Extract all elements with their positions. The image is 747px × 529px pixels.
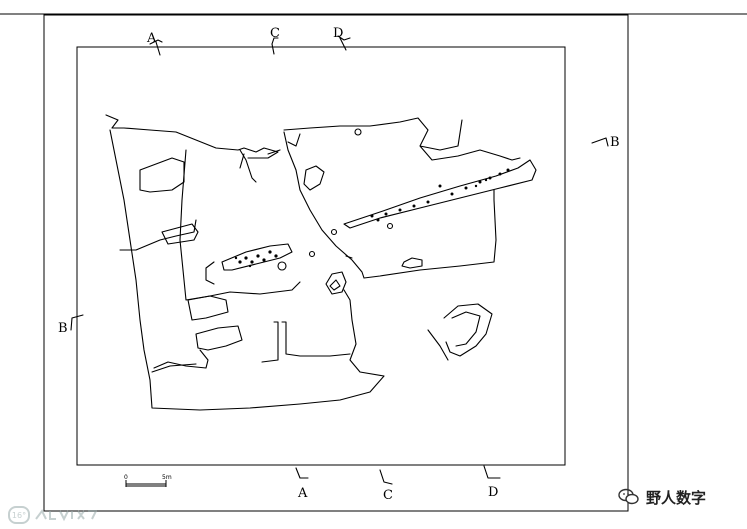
section-marker-d-top: D	[333, 26, 351, 51]
central-wall	[261, 321, 351, 363]
section-label-a-bottom: A	[297, 486, 308, 501]
room-2	[195, 325, 243, 351]
section-marker-c-top: C	[270, 26, 280, 55]
scale-bar-end: 5m	[162, 474, 172, 481]
round-kiln	[325, 271, 347, 295]
left-foundation-inner-wall	[179, 149, 301, 301]
left-foundation-outline	[105, 114, 385, 411]
rectangular-pit-2	[161, 223, 199, 245]
room-1	[187, 295, 229, 321]
post-hole-1	[277, 261, 287, 271]
watermark-source: 野人数字	[618, 484, 706, 510]
room-3-edge	[151, 363, 197, 373]
watermark-text: 野人数字	[646, 488, 707, 507]
section-marker-a-bottom: A	[295, 467, 309, 501]
section-marker-b-left: B	[58, 314, 84, 336]
left-foundation-ridge	[119, 219, 197, 251]
room-3	[153, 349, 209, 369]
left-wall-spur	[239, 149, 257, 183]
kiln-east-dots	[370, 168, 510, 222]
watermark-logo-left: 16°	[8, 505, 98, 525]
elongated-kiln-east	[343, 159, 537, 229]
post-hole-3	[308, 250, 316, 258]
wechat-icon	[618, 488, 639, 505]
section-label-d-top: D	[333, 26, 343, 41]
d-shaped-structure-arm	[427, 329, 449, 361]
pit-curve-west	[205, 261, 215, 285]
section-marker-b-right: B	[591, 135, 620, 150]
post-hole-5	[330, 228, 338, 236]
oval-pit	[401, 257, 423, 269]
rectangular-pit-1	[139, 157, 185, 193]
section-label-a-top: A	[146, 31, 157, 46]
right-wall-junction	[267, 133, 301, 155]
section-label-c-bottom: C	[383, 488, 393, 503]
section-marker-a-top: A	[146, 31, 163, 56]
section-label-d-bottom: D	[488, 485, 498, 500]
section-marker-c-bottom: C	[379, 469, 393, 503]
section-label-b-left: B	[58, 321, 68, 336]
elongated-kiln-west	[221, 243, 293, 271]
round-kiln-curve	[345, 255, 353, 259]
kiln-feature-cluster	[303, 165, 325, 191]
post-hole-2	[354, 128, 362, 136]
watermark-circle-icon: 16°	[8, 506, 30, 524]
section-label-c-top: C	[270, 26, 280, 41]
right-foundation-outline	[283, 117, 521, 279]
d-shaped-structure	[443, 303, 493, 357]
inner-frame	[76, 46, 566, 466]
section-label-b-right: B	[610, 135, 620, 150]
outer-frame	[43, 14, 629, 512]
scale-bar: 0 5m	[124, 474, 172, 487]
post-hole-4	[386, 222, 394, 230]
section-marker-d-bottom: D	[483, 465, 501, 500]
watermark-script-icon	[35, 509, 98, 522]
scale-bar-start: 0	[124, 474, 128, 481]
kiln-west-dots	[234, 250, 278, 268]
